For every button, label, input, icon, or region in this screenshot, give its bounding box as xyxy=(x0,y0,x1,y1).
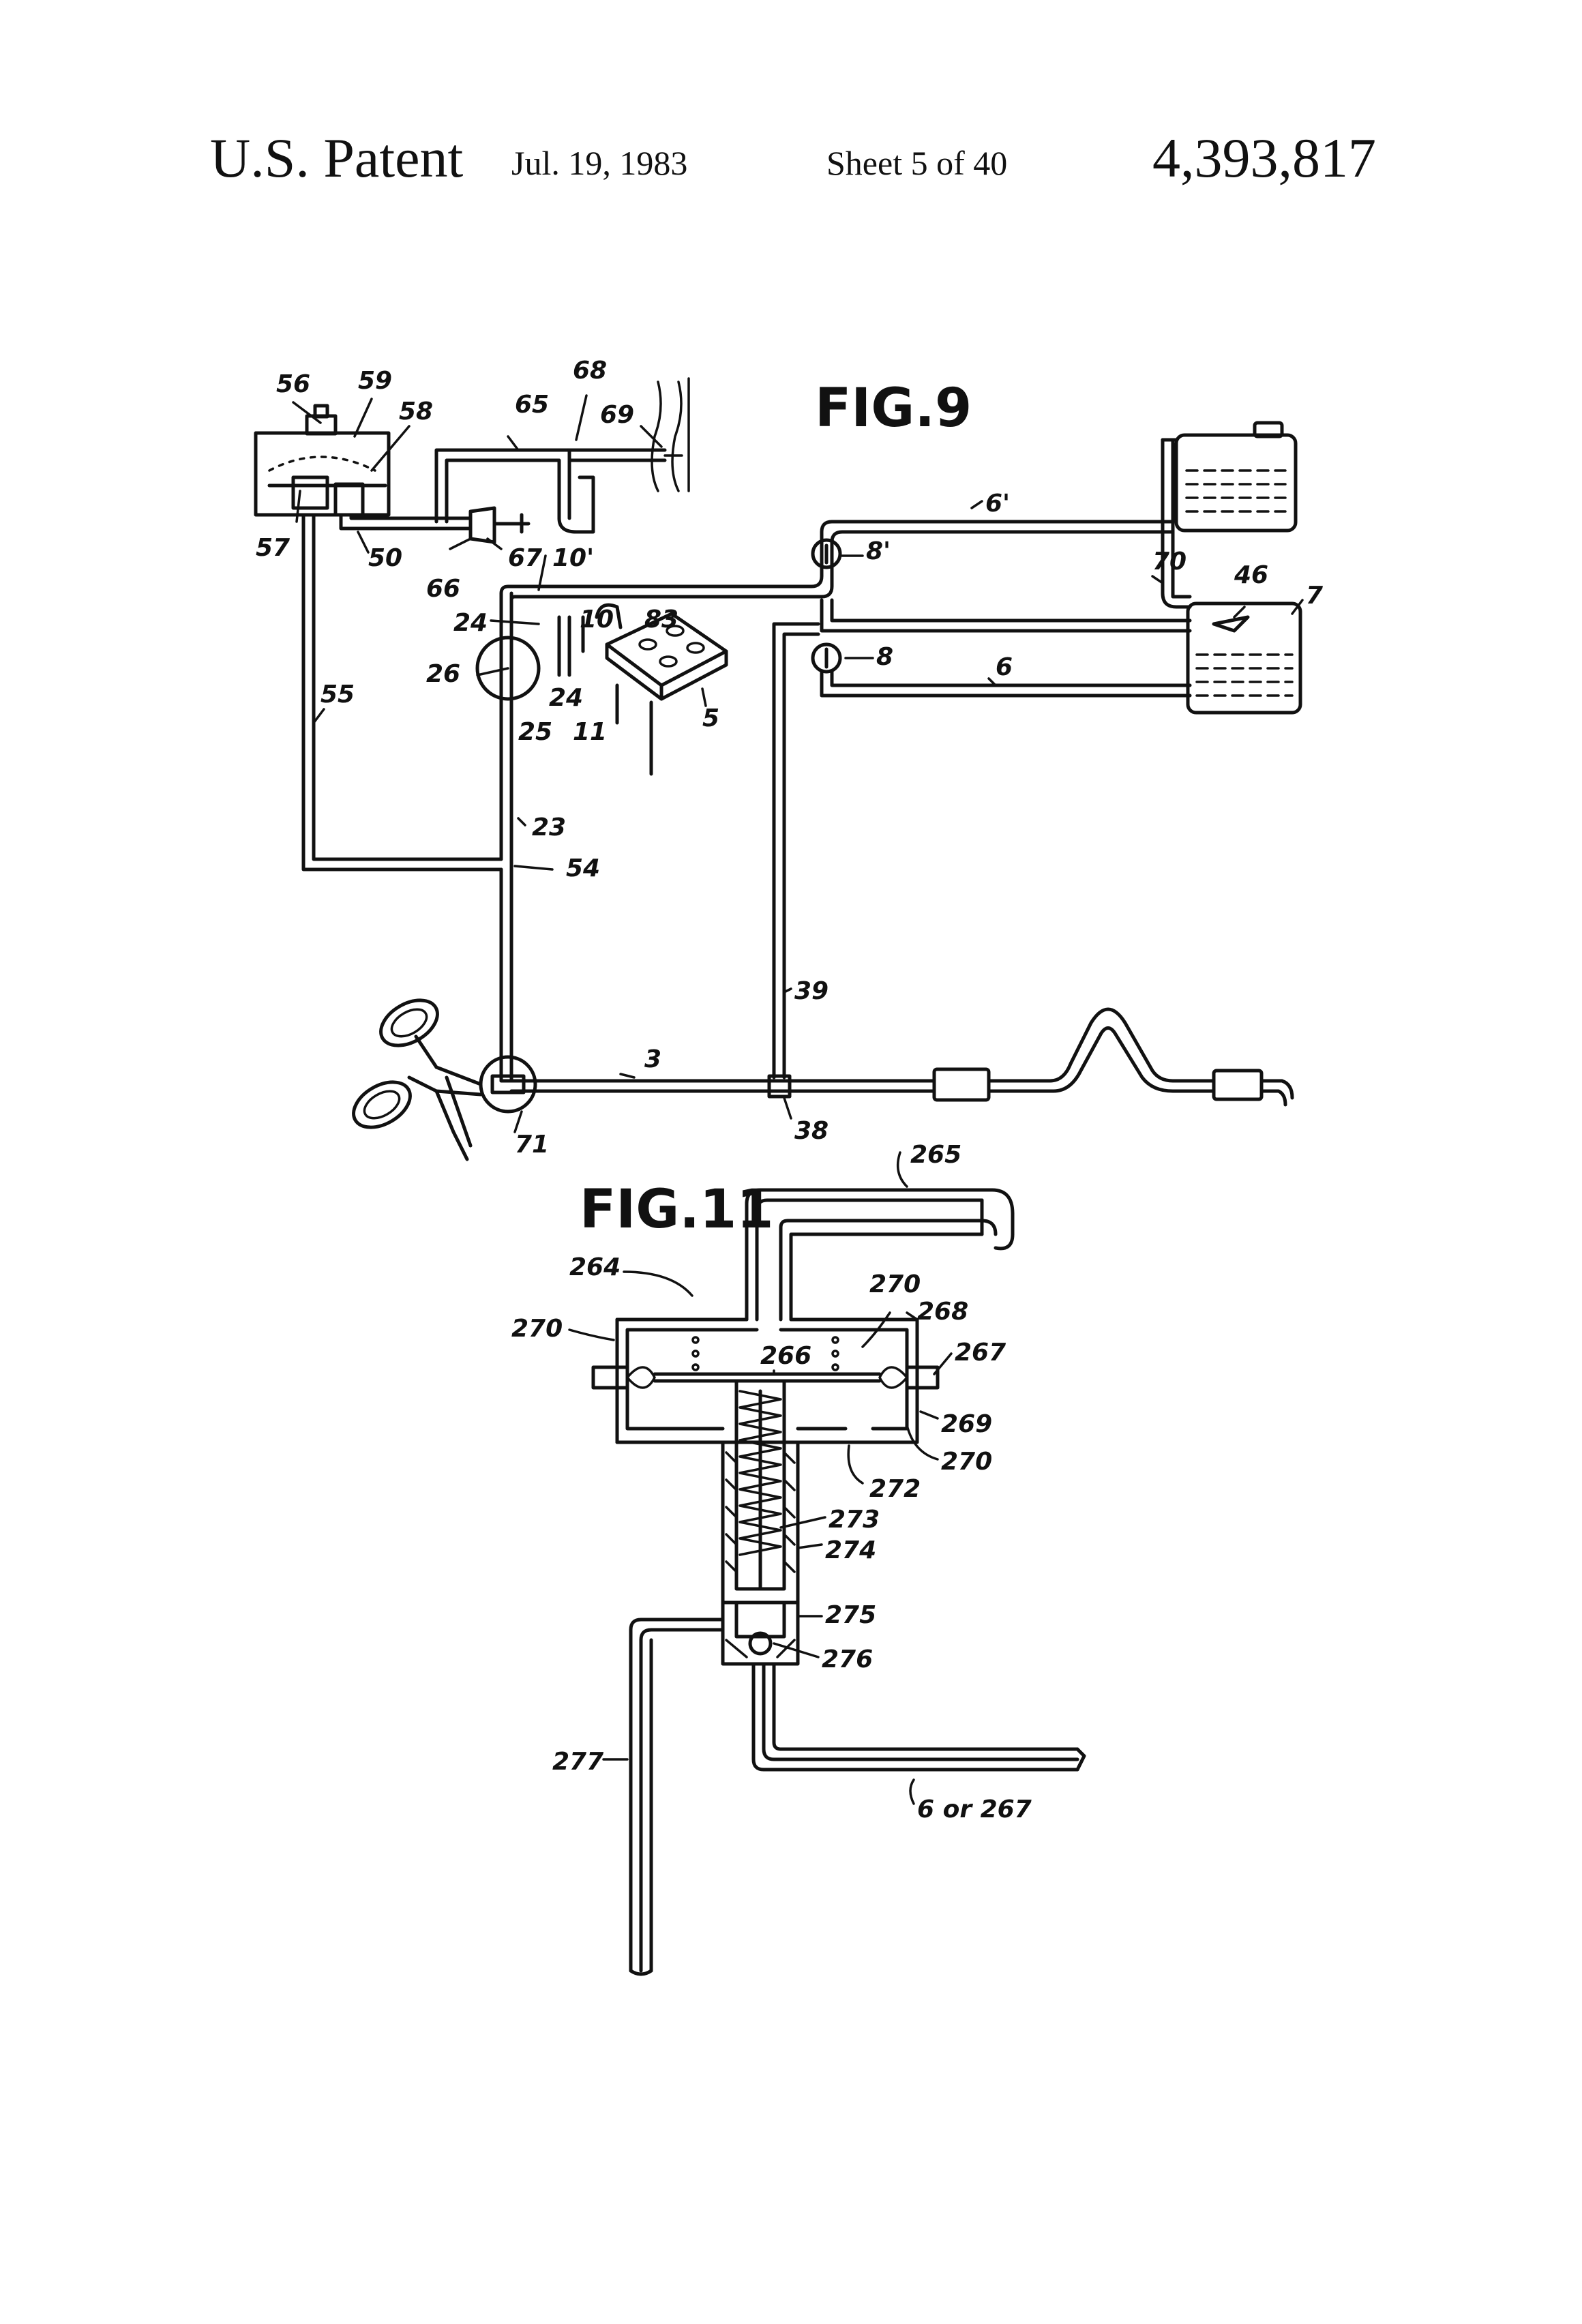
label-83: 83 xyxy=(644,606,678,634)
label-55: 55 xyxy=(320,681,355,709)
fig11-title: FIG.11 xyxy=(580,1179,774,1240)
label-273: 273 xyxy=(829,1506,880,1534)
label-24-upper: 24 xyxy=(453,609,488,637)
label-23: 23 xyxy=(532,814,566,841)
fig9-leader-lines xyxy=(293,396,1302,1132)
label-66: 66 xyxy=(426,575,460,603)
engine-wall-69 xyxy=(652,378,689,491)
exhaust-pipe xyxy=(934,1009,1292,1105)
label-267: 267 xyxy=(955,1339,1006,1367)
pipe-39 xyxy=(774,624,818,1077)
label-71: 71 xyxy=(515,1131,549,1159)
pipe-50 xyxy=(341,515,471,528)
label-6-prime: 6' xyxy=(985,490,1010,518)
label-3: 3 xyxy=(644,1045,661,1073)
label-69: 69 xyxy=(600,401,634,429)
pipe-6-or-267 xyxy=(753,1664,1084,1770)
fig9-title: FIG.9 xyxy=(815,378,972,439)
valve-67 xyxy=(471,508,528,542)
label-67: 67 xyxy=(508,544,542,572)
label-274: 274 xyxy=(825,1536,876,1564)
fig9-diagram: FIG.9 xyxy=(256,357,1323,1159)
label-25: 25 xyxy=(518,718,552,746)
label-269: 269 xyxy=(941,1410,992,1438)
label-8-prime: 8' xyxy=(866,537,891,565)
check-valve-276 xyxy=(723,1603,798,1664)
label-10-prime: 10' xyxy=(552,544,594,572)
label-6: 6 xyxy=(996,653,1013,681)
cylinder-274 xyxy=(723,1381,798,1603)
label-276: 276 xyxy=(822,1645,873,1673)
label-70: 70 xyxy=(1152,548,1186,576)
valve-71 xyxy=(481,1057,535,1112)
label-54: 54 xyxy=(566,854,600,882)
label-6-or-267: 6 or 267 xyxy=(917,1796,1032,1823)
label-7: 7 xyxy=(1306,582,1323,610)
label-26: 26 xyxy=(426,660,460,688)
label-24-lower: 24 xyxy=(549,684,583,712)
fig11-diagram: FIG.11 xyxy=(511,1141,1084,1974)
upper-reservoir xyxy=(1176,423,1296,531)
label-272: 272 xyxy=(869,1475,921,1503)
label-11: 11 xyxy=(573,718,607,746)
pipe-23 xyxy=(501,593,511,1081)
label-59: 59 xyxy=(358,367,392,395)
label-5: 5 xyxy=(702,704,719,732)
label-270-top: 270 xyxy=(869,1270,921,1298)
label-57: 57 xyxy=(256,534,290,562)
label-38: 38 xyxy=(794,1117,829,1145)
label-10: 10 xyxy=(580,606,614,634)
label-8: 8 xyxy=(876,643,893,671)
control-unit-56 xyxy=(256,406,389,515)
label-58: 58 xyxy=(399,398,433,426)
label-65: 65 xyxy=(515,391,549,419)
label-277: 277 xyxy=(552,1748,603,1776)
label-275: 275 xyxy=(825,1601,876,1629)
pipe-265 xyxy=(747,1190,1013,1320)
intake-horns xyxy=(346,991,481,1159)
pipe-3 xyxy=(501,1081,934,1091)
label-266: 266 xyxy=(760,1342,811,1370)
label-68: 68 xyxy=(573,357,607,385)
label-39: 39 xyxy=(794,977,829,1005)
label-270-left: 270 xyxy=(511,1315,563,1343)
label-46: 46 xyxy=(1234,561,1268,589)
label-50: 50 xyxy=(368,544,402,572)
pipe-277 xyxy=(631,1620,723,1974)
label-268: 268 xyxy=(917,1298,968,1326)
label-264: 264 xyxy=(569,1253,621,1281)
label-56: 56 xyxy=(276,370,310,398)
label-270-right: 270 xyxy=(941,1448,992,1476)
reservoir-7 xyxy=(1188,604,1300,713)
label-265: 265 xyxy=(910,1141,961,1169)
